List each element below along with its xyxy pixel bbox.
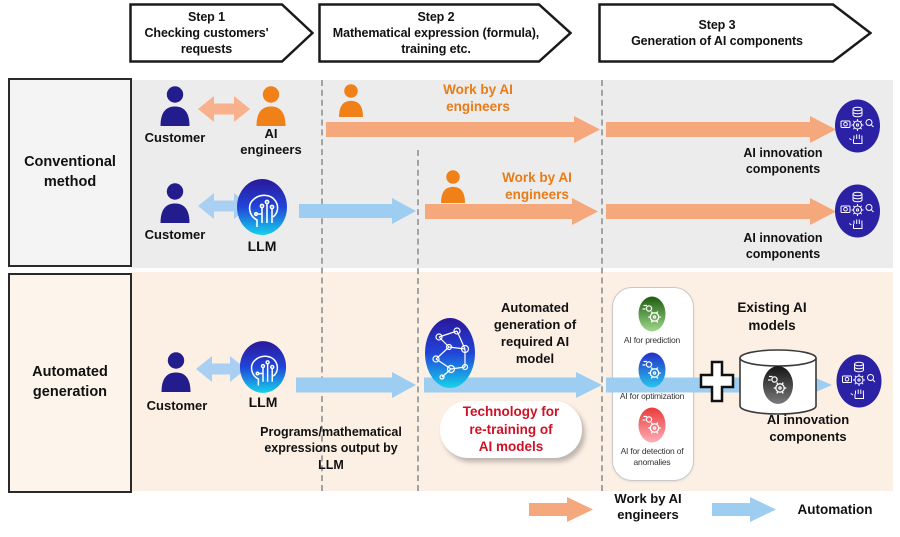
existing-models-label: Existing AI models [737, 300, 807, 333]
step-desc: Checking customers' requests [144, 25, 269, 57]
ai-components-icon [834, 99, 881, 153]
work-label: Work by AI engineers [443, 82, 513, 114]
programs-note: Programs/mathematical expressions output… [260, 425, 402, 472]
retraining-callout: Technology for re-training of AI models [440, 401, 582, 458]
ai-optimization-icon [638, 352, 666, 388]
dashed-divider-step1 [321, 80, 323, 491]
customer-icon [157, 86, 193, 126]
customer-icon [157, 183, 193, 223]
ai-components-icon [834, 184, 881, 238]
customer-label: Customer [144, 130, 206, 145]
llm-label: LLM [248, 394, 278, 410]
automation-arrow [296, 372, 416, 398]
step-chevron-1: Step 1 Checking customers' requests [129, 3, 314, 63]
conventional-band [132, 80, 893, 268]
automated-label-box: Automated generation [8, 273, 132, 493]
model-label-prediction: AI for prediction [623, 335, 681, 345]
existing-models-database-icon [738, 348, 818, 416]
legend-work-arrow [529, 497, 593, 522]
plus-icon [699, 359, 735, 403]
step-title: Step 1 [188, 9, 225, 24]
customer-label: Customer [146, 398, 208, 413]
step-title: Step 2 [417, 9, 455, 24]
model-label-optimization: AI for optimization [619, 391, 685, 401]
ai-engineer-icon [438, 170, 468, 203]
ai-engineer-icon [253, 86, 289, 126]
work-arrow [606, 198, 836, 225]
step-chevron-3: Step 3 Generation of AI components [598, 3, 872, 63]
work-arrow [425, 198, 598, 225]
legend-automation-label: Automation [797, 502, 873, 517]
legend-automation-arrow [712, 497, 776, 522]
work-arrow [606, 116, 836, 143]
llm-icon [236, 178, 288, 236]
ai-prediction-icon [638, 296, 666, 332]
work-label: Work by AI engineers [502, 170, 572, 202]
customer-label: Customer [144, 227, 206, 242]
automation-arrow [424, 372, 602, 398]
ai-engineers-label: AI engineers [240, 126, 302, 158]
dashed-divider-step3 [601, 80, 603, 491]
ai-components-icon [836, 354, 882, 408]
dashed-divider-step2 [417, 150, 419, 491]
step-desc: Mathematical expression (formula), train… [332, 25, 540, 57]
work-arrow [326, 116, 600, 143]
autogen-label: Automated generation of required AI mode… [493, 300, 577, 366]
customer-icon [158, 352, 194, 392]
llm-label: LLM [247, 238, 277, 254]
bidirectional-arrow-icon [198, 96, 250, 122]
step-title: Step 3 [698, 17, 736, 32]
components-label: AI innovation components [743, 146, 823, 177]
model-label-anomaly: AI for detection of anomalies [620, 446, 684, 467]
bidirectional-arrow-icon [196, 356, 246, 382]
automation-arrow [299, 198, 416, 224]
step-desc: Generation of AI components [631, 34, 803, 48]
components-label: AI innovation components [766, 412, 850, 444]
auto-generated-model-icon [424, 317, 476, 389]
components-label: AI innovation components [743, 231, 823, 262]
ai-engineer-icon [336, 84, 366, 117]
llm-icon [239, 340, 287, 394]
bidirectional-arrow-icon [198, 193, 250, 219]
legend-work-label: Work by AI engineers [614, 491, 682, 523]
ai-anomaly-icon [638, 407, 666, 443]
conventional-label-box: Conventional method [8, 78, 132, 267]
step-chevron-2: Step 2 Mathematical expression (formula)… [318, 3, 572, 63]
